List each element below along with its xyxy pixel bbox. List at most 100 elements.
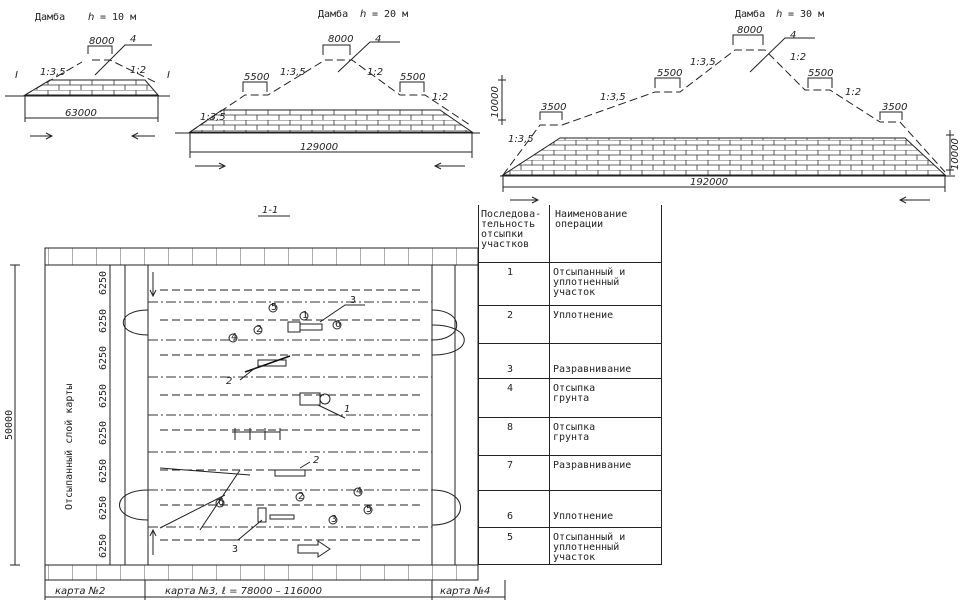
dam-h-symbol: h [360,9,366,20]
section-label: 1-1 [262,205,278,216]
slope-right: 1:2 [367,67,383,78]
operation-name: Отсыпанный и уплотненный участок [553,532,626,563]
slope-left-lower: 1:3,5 [508,134,534,145]
table-row-divider [479,527,661,528]
dam-height: = 30 м [788,9,824,20]
dam-height: = 20 м [372,9,408,20]
callout-2-top: 2 [226,376,232,387]
row-width-label: 6250 [98,496,109,520]
grader-icon [244,355,291,373]
base-width: 129000 [300,142,338,153]
roller-icon-2 [257,507,295,523]
slope-right-lower: 1:2 [432,92,448,103]
base-width: 192000 [690,177,728,188]
step-circle: 1 [302,310,308,321]
grader-icon-2 [274,469,306,477]
callout: 4 [790,30,796,41]
table-row-divider [479,343,661,344]
side-label: Отсыпанный слой карты [63,384,75,510]
callout-3-bottom: 3 [232,544,238,555]
direction-arrows [195,162,465,170]
dam-h-symbol: h [776,9,782,20]
sequence-number: 2 [507,310,514,321]
bulldozer-icon [299,392,331,406]
slope-right: 1:2 [130,65,146,76]
table-row-divider [479,417,661,418]
table-row-divider [479,490,661,491]
map-label-3: карта №3, ℓ = 78000 – 116000 [165,586,322,597]
dam-h-symbol: h [88,12,94,23]
row-width-label: 6250 [98,271,109,295]
header-sequence: Последова- тельность отсыпки участков [481,209,542,250]
slope-left-mid: 1:3,5 [600,92,626,103]
bench-lower-left: 3500 [541,102,566,113]
step-circle: 4 [356,486,362,497]
table-row-divider [479,262,661,263]
sequence-number: 4 [507,383,514,394]
step-circle: 6 [218,497,224,508]
sequence-number: 7 [507,460,514,471]
operation-name: Разравнивание [553,460,632,471]
height-dim-right: 10000 [950,138,961,170]
scraper-icon [232,428,281,440]
dam-title: Дамба [35,11,65,23]
bench-upper-left: 5500 [657,68,682,79]
slope-left: 1:3,5 [40,67,66,78]
sequence-number: 1 [507,267,514,278]
dam-section-h10: Дамба h = 10 м 8000 4 1:3,5 1:2 I I 6300… [5,11,170,140]
slope-right-mid: 1:2 [845,87,861,98]
operation-name: Отсыпанный и уплотненный участок [553,267,626,298]
operation-name: Уплотнение [553,511,614,522]
callout: 4 [130,34,136,45]
row-width-label: 6250 [98,384,109,408]
row-width-label: 6250 [98,346,109,370]
plan-view: 1-1 3 2 1 2 3 5 1 2 4 6 [4,205,506,600]
section-mark-left: I [15,70,18,81]
callout-2-bottom: 2 [313,455,319,466]
direction-arrows [510,196,930,204]
row-width-label: 6250 [98,309,109,333]
total-width: 50000 [4,410,15,440]
table-row-divider [479,455,661,456]
row-width-label: 6250 [98,459,109,483]
callout-1: 1 [344,404,350,415]
section-mark-right: I [167,70,170,81]
crest-width: 8000 [89,36,114,47]
slope-left-upper: 1:3,5 [690,57,716,68]
direction-arrow [297,540,331,558]
operation-name: Разравнивание [553,364,632,375]
operation-name: Отсыпка грунта [553,422,596,443]
bench-upper-right: 5500 [808,68,833,79]
map-label-4: карта №4 [440,586,490,597]
row-width-label: 6250 [98,421,109,445]
slope-right-upper: 1:2 [790,52,806,63]
base-width: 63000 [65,108,97,119]
dam-section-h30: Дамба h = 30 м 8000 5500 5500 3500 3500 … [490,8,961,204]
crest-width: 8000 [328,34,353,45]
sequence-number: 6 [507,511,514,522]
bench-lower-right: 3500 [882,102,907,113]
step-circle: 2 [256,324,262,335]
operation-name: Отсыпка грунта [553,383,596,404]
step-circle: 4 [231,332,237,343]
map-label-2: карта №2 [55,586,105,597]
table-row-divider [479,305,661,306]
step-circle: 5 [366,504,372,515]
dam-title: Дамба [735,8,765,20]
step-circle: 6 [335,319,341,330]
callout-3-top: 3 [350,295,356,306]
header-operation: Наименование операции [555,209,628,230]
crest-width: 8000 [737,25,762,36]
roller-icon [287,321,323,333]
height-dim-left: 10000 [490,86,501,118]
callout: 4 [375,34,381,45]
bench-width-right: 5500 [400,72,425,83]
dam-title: Дамба [318,8,348,20]
slope-left-lower: 1:3,5 [200,112,226,123]
slope-left: 1:3,5 [280,67,306,78]
table-row-divider [479,378,661,379]
operations-table: Последова- тельность отсыпки участков На… [478,205,662,565]
row-width-label: 6250 [98,534,109,558]
dam-section-h20: Дамба h = 20 м 8000 5500 5500 4 1:3,5 1:… [175,8,480,170]
